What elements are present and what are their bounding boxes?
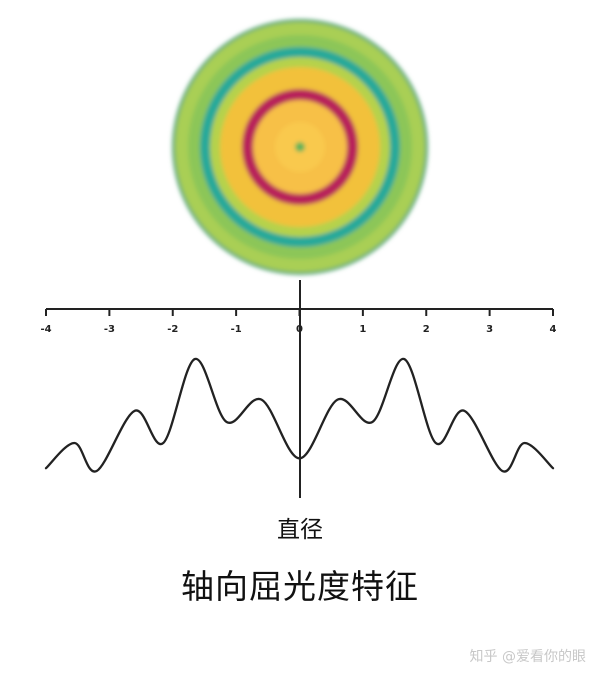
- tick-label: -4: [40, 324, 51, 335]
- watermark: 知乎 @爱看你的眼: [469, 649, 586, 665]
- axial-power-profile-chart: -4-3-2-101234: [40, 280, 557, 498]
- tick-label: 1: [359, 324, 366, 335]
- x-axis-label: 直径: [277, 517, 323, 543]
- tick-label: -1: [231, 324, 242, 335]
- tick-label: 2: [423, 324, 430, 335]
- tick-label: 4: [550, 324, 557, 335]
- power-profile-curve: [44, 357, 555, 473]
- axial-power-map-disc: [172, 19, 428, 275]
- tick-label: -2: [167, 324, 178, 335]
- tick-label: 3: [486, 324, 493, 335]
- disc-ring: [295, 142, 305, 152]
- tick-label: -3: [104, 324, 115, 335]
- figure-title: 轴向屈光度特征: [181, 567, 419, 606]
- x-axis: -4-3-2-101234: [40, 308, 557, 335]
